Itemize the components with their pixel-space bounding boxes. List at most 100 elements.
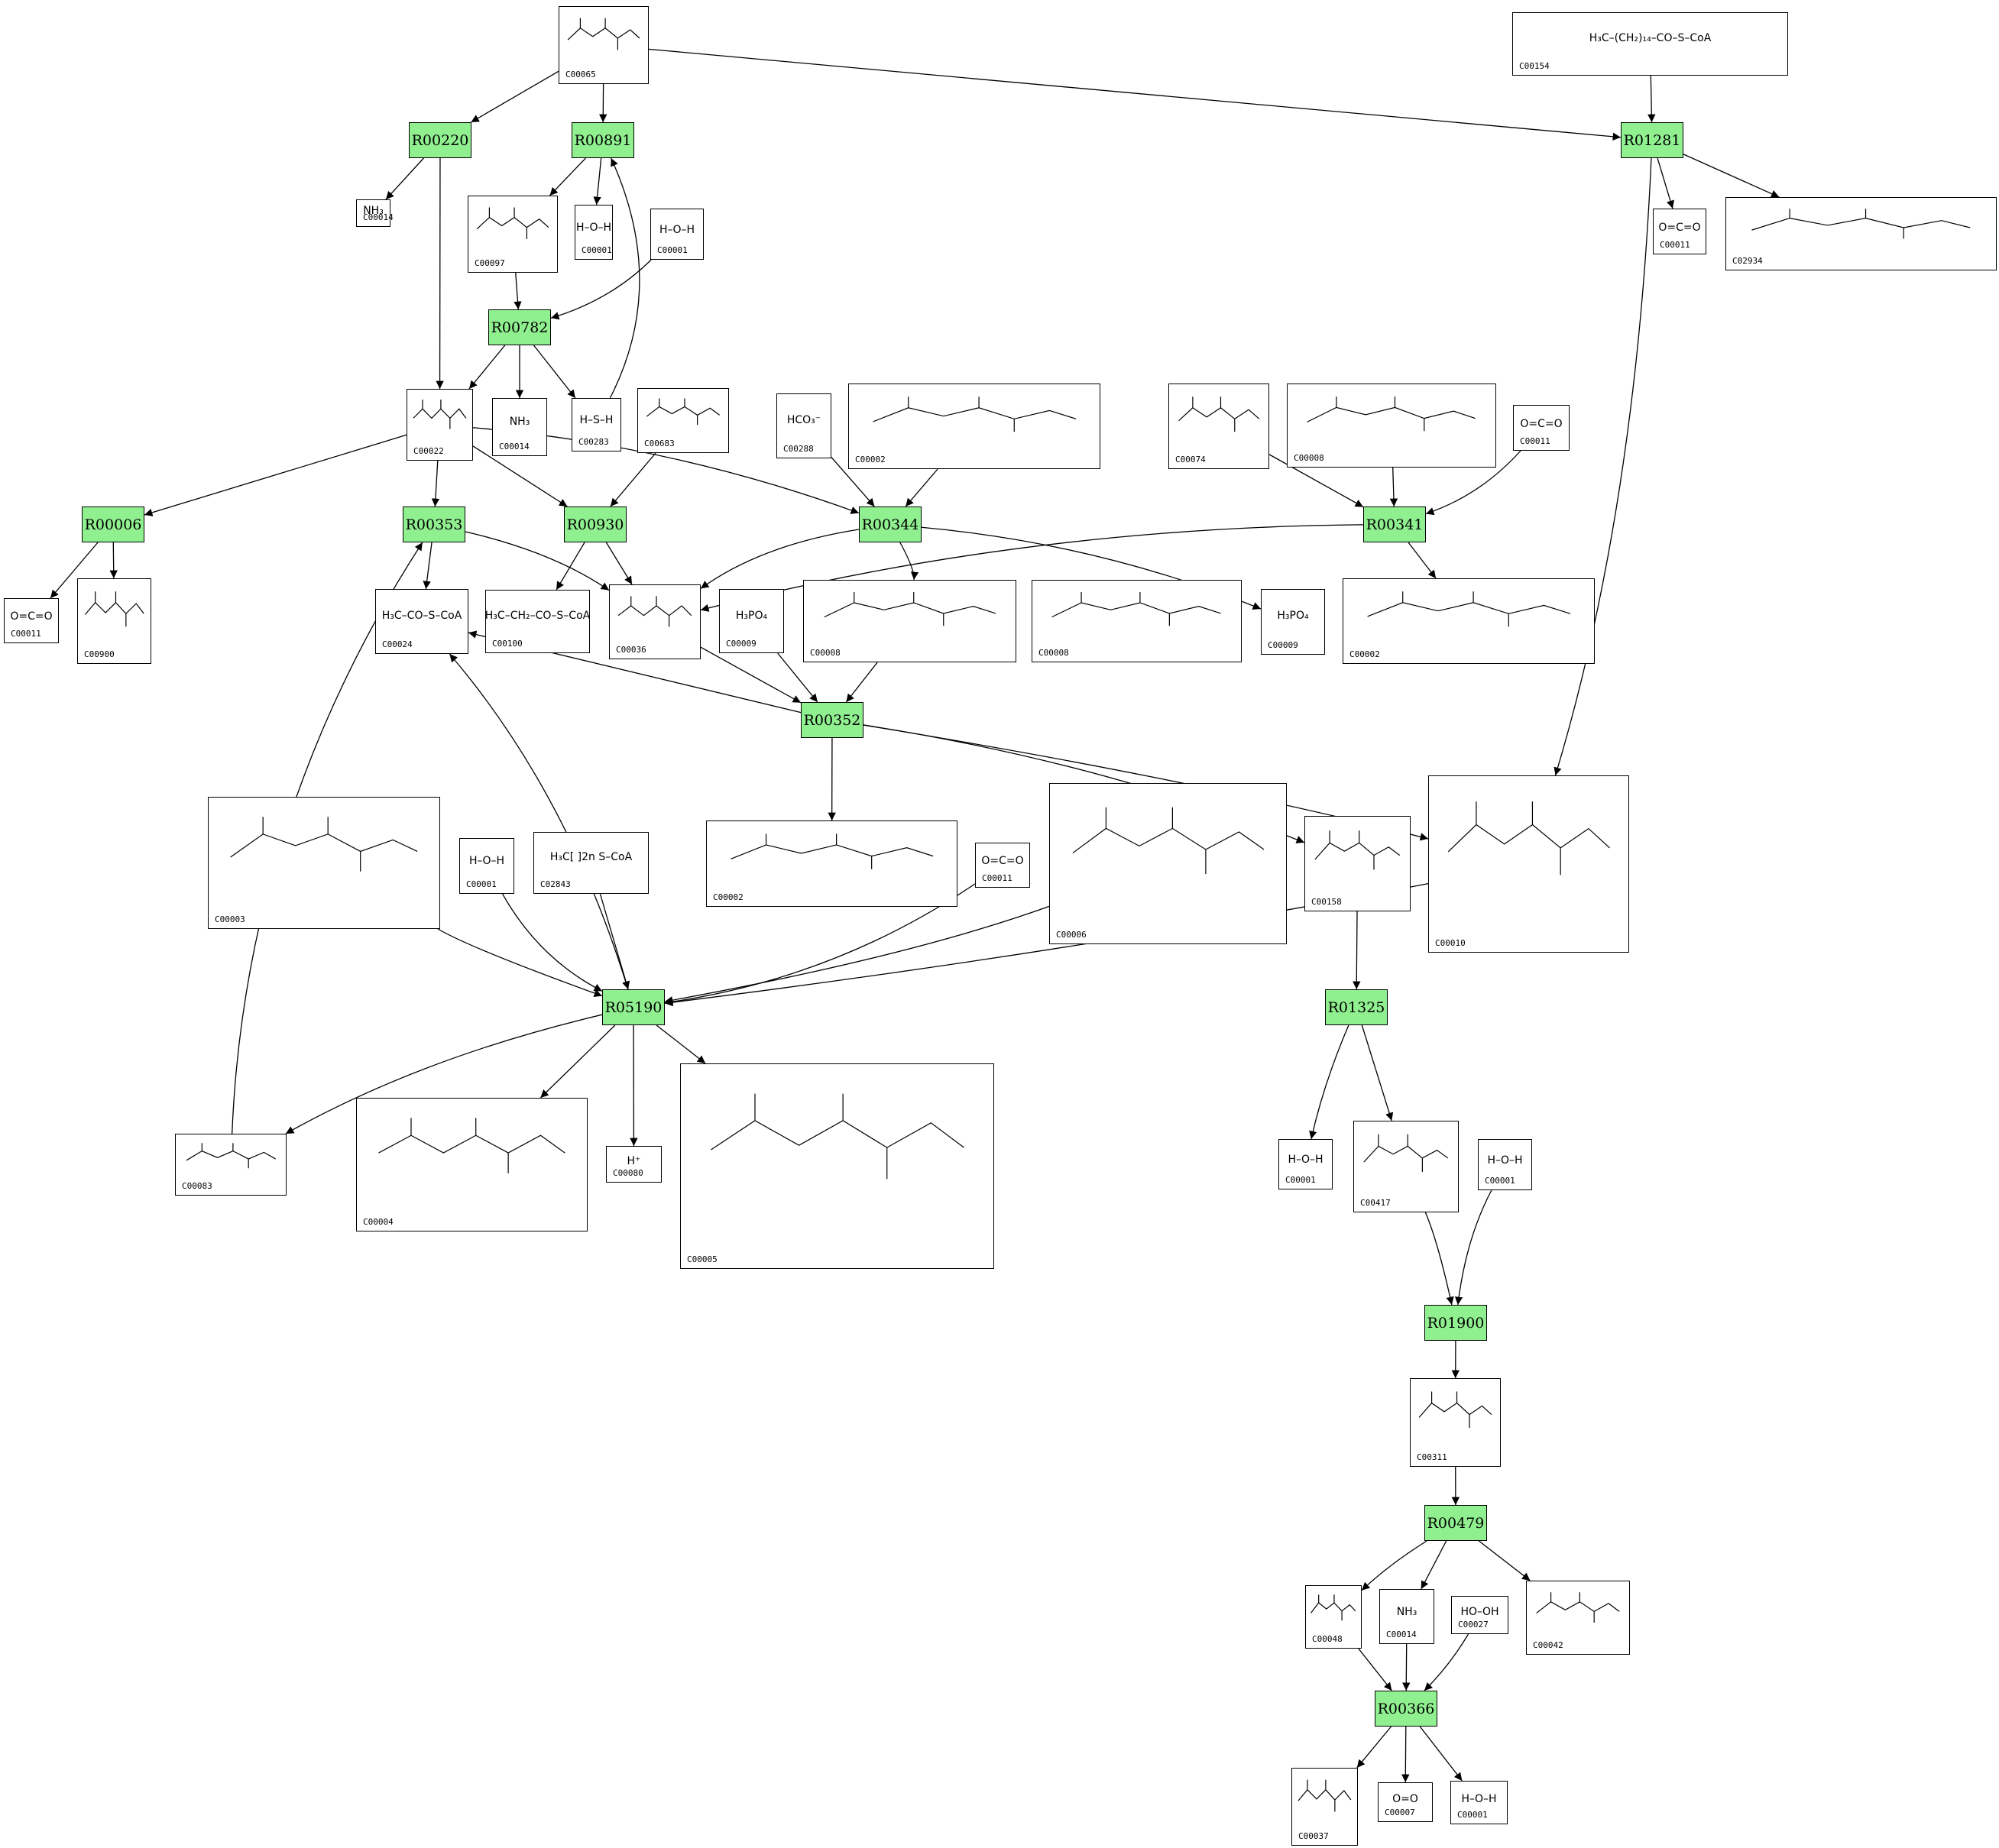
reaction-edge [593, 157, 602, 206]
compound-node[interactable]: C00074 [1168, 384, 1269, 469]
reaction-edge [700, 646, 802, 704]
compound-node[interactable]: C02934 [1725, 197, 1997, 270]
compound-node[interactable]: C00048 [1305, 1585, 1362, 1649]
reaction-edge [285, 1014, 603, 1134]
reaction-node[interactable]: R00344 [859, 507, 922, 542]
compound-formula: O=C=O [1520, 417, 1563, 430]
compound-id: C00001 [466, 879, 497, 889]
compound-node[interactable]: C00002 [848, 384, 1100, 469]
compound-id: C00001 [582, 245, 612, 255]
compound-node[interactable]: C00005 [680, 1063, 994, 1269]
reaction-edge [385, 157, 424, 200]
compound-formula: H₃C–CH₂–CO–S–CoA [484, 610, 591, 623]
reaction-edge [648, 48, 1622, 141]
compound-node[interactable]: C00004 [356, 1098, 588, 1231]
reaction-node[interactable]: R00006 [82, 507, 144, 542]
reaction-edge [533, 345, 576, 399]
reaction-node[interactable]: R00220 [409, 122, 471, 158]
compound-node[interactable]: C00683 [637, 388, 729, 453]
reaction-node[interactable]: R00891 [572, 122, 634, 158]
compound-formula: H–O–H [1461, 1792, 1497, 1805]
reaction-node[interactable]: R01325 [1325, 989, 1388, 1025]
compound-node[interactable]: C00083 [175, 1134, 287, 1196]
compound-node[interactable]: C00002 [706, 820, 957, 907]
reaction-node[interactable]: R01281 [1621, 122, 1683, 158]
compound-id: C00042 [1533, 1640, 1563, 1650]
compound-node[interactable]: C00042 [1526, 1581, 1630, 1655]
compound-node[interactable]: C00417 [1353, 1121, 1459, 1212]
reaction-edge [1454, 1189, 1492, 1306]
structure-drawing [183, 1139, 280, 1179]
structure-drawing [474, 202, 552, 252]
reaction-edge [1268, 454, 1364, 508]
compound-id: C00008 [1294, 453, 1324, 463]
compound-node[interactable]: C00037 [1291, 1768, 1358, 1846]
compound-node[interactable]: C00022 [407, 389, 473, 461]
reaction-node[interactable]: R05190 [602, 989, 665, 1025]
reaction-node[interactable]: R00479 [1424, 1505, 1487, 1541]
reaction-node[interactable]: R00341 [1363, 507, 1426, 542]
compound-node[interactable]: C00158 [1304, 816, 1411, 911]
reaction-node[interactable]: R00352 [801, 702, 863, 738]
compound-id: C00004 [363, 1217, 394, 1227]
compound-node[interactable]: C00008 [1287, 384, 1496, 468]
reaction-node[interactable]: R01900 [1424, 1305, 1487, 1341]
reaction-edge [471, 70, 559, 123]
compound-node[interactable]: C00065 [559, 6, 649, 84]
compound-node[interactable]: H⁺C00080 [606, 1146, 662, 1183]
compound-id: C00001 [1457, 1810, 1488, 1820]
compound-id: C00001 [1485, 1176, 1515, 1186]
reaction-edge [465, 531, 610, 591]
compound-node[interactable]: C00311 [1410, 1378, 1501, 1467]
compound-node[interactable]: C00008 [803, 580, 1016, 662]
compound-node[interactable]: C00036 [609, 584, 701, 659]
reaction-node[interactable]: R00353 [403, 507, 465, 542]
compound-node[interactable]: C00002 [1343, 578, 1595, 664]
compound-id: C00008 [1038, 648, 1069, 658]
reaction-node[interactable]: R00366 [1375, 1691, 1437, 1727]
compound-id: C00074 [1175, 455, 1206, 464]
compound-node[interactable]: C00010 [1428, 775, 1629, 953]
compound-node[interactable]: C00008 [1032, 580, 1242, 662]
compound-formula: H⁺ [627, 1154, 641, 1167]
compound-id: C00037 [1298, 1831, 1329, 1841]
structure-drawing [371, 1109, 573, 1196]
structure-drawing [643, 394, 723, 436]
reaction-edge [109, 542, 118, 579]
compound-node[interactable]: C00900 [77, 578, 151, 664]
structure-drawing [1441, 790, 1617, 906]
reaction-edge [1657, 157, 1674, 209]
structure-drawing [615, 591, 695, 639]
structure-drawing [222, 808, 426, 895]
compound-node[interactable]: H–O–H C00001 [1450, 1781, 1508, 1824]
reaction-node[interactable]: R00930 [564, 507, 627, 542]
compound-node[interactable]: C00097 [468, 196, 558, 273]
compound-node[interactable]: C00003 [208, 797, 440, 929]
compound-node[interactable]: C00006 [1049, 783, 1287, 944]
compound-id: C00011 [982, 873, 1012, 883]
structure-drawing [1296, 1775, 1353, 1825]
reaction-node[interactable]: R00782 [488, 309, 551, 345]
compound-node[interactable]: HCO₃⁻C00288 [776, 393, 831, 458]
